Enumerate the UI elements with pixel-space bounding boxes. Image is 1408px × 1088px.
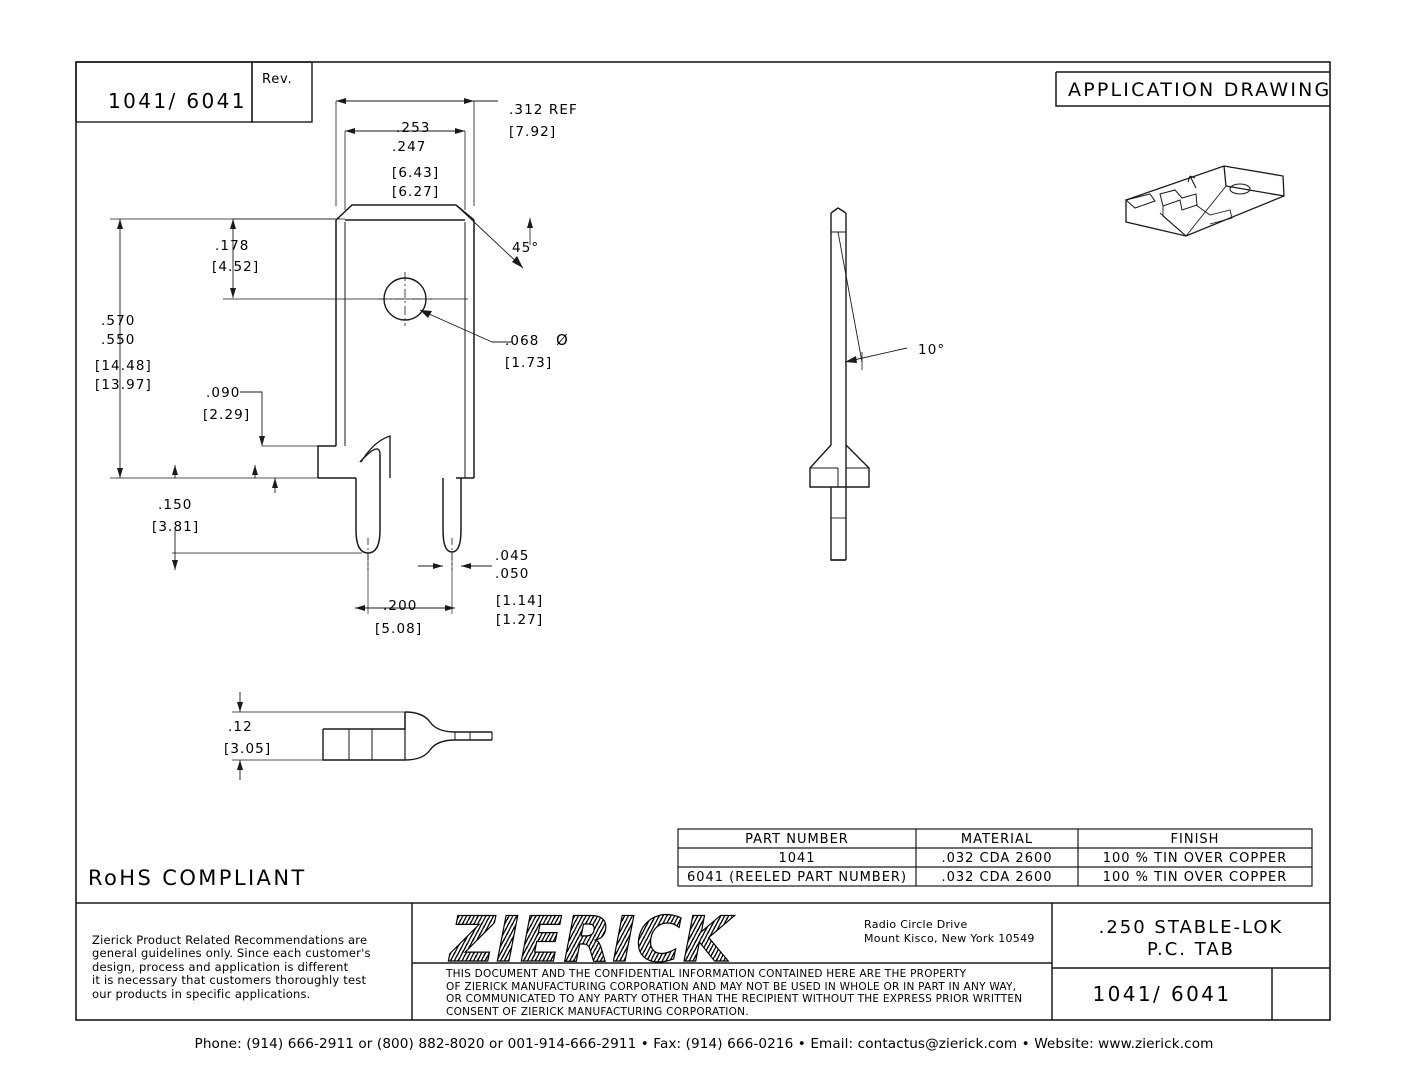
application-drawing-title: APPLICATION DRAWING — [1068, 79, 1332, 101]
table-row-1-material: .032 CDA 2600 — [941, 870, 1053, 885]
product-title-line-1: .250 STABLE-LOK — [1098, 917, 1284, 938]
dim-overall-height-mm-min: [13.97] — [95, 377, 152, 393]
dim-bottom-thickness: .12 — [228, 719, 253, 735]
side-view-angle-dimension — [837, 231, 908, 370]
sheet-border — [75, 61, 1331, 1021]
dim-taper-angle: 10° — [918, 342, 946, 358]
rev-box — [251, 61, 313, 123]
company-address-line-2: Mount Kisco, New York 10549 — [864, 932, 1035, 945]
side-view-geometry — [809, 207, 870, 561]
dim-chamfer-angle: 45° — [512, 240, 540, 256]
isometric-view-geometry — [1124, 165, 1285, 237]
confidentiality-notice: THIS DOCUMENT AND THE CONFIDENTIAL INFOR… — [446, 968, 1023, 1018]
dim-leg-spacing: .200 — [383, 598, 418, 614]
dim-overall-width-ref: .312 REF — [509, 102, 578, 118]
bottom-view-dimension — [232, 692, 410, 780]
dim-overall-height-max: .570 — [101, 313, 136, 329]
dim-tab-width-mm-min: [6.27] — [392, 184, 440, 200]
table-row-1-finish: 100 % TIN OVER COPPER — [1102, 870, 1288, 885]
product-title-line-2: P.C. TAB — [1146, 939, 1236, 960]
drawing-number: 1041/ 6041 — [1092, 982, 1232, 1006]
dim-leg-thickness-mm-max: [1.14] — [496, 593, 544, 609]
dim-leg-thickness-mm-min: [1.27] — [496, 612, 544, 628]
dim-step-mm: [2.29] — [203, 407, 251, 423]
table-header-part-number: PART NUMBER — [745, 832, 849, 847]
dim-hole-diameter-mm: [1.73] — [505, 355, 553, 371]
dim-leg-spacing-mm: [5.08] — [375, 621, 423, 637]
product-disclaimer-text: Zierick Product Related Recommendations … — [92, 933, 371, 1001]
dim-leg-thickness-max: .045 — [495, 548, 530, 564]
zierick-logo: ZIERICK — [450, 903, 732, 976]
diameter-symbol-icon: Ø — [556, 331, 569, 349]
table-row-0-material: .032 CDA 2600 — [941, 851, 1053, 866]
dim-overall-height-mm-max: [14.48] — [95, 358, 152, 374]
bottom-view-geometry — [322, 711, 493, 761]
rohs-compliant-label: RoHS COMPLIANT — [88, 866, 307, 890]
application-drawing-box — [1055, 72, 1330, 107]
table-header-material: MATERIAL — [960, 832, 1034, 847]
dim-tab-width-max: .253 — [396, 120, 431, 136]
footer-contact-info: Phone: (914) 666-2911 or (800) 882-8020 … — [194, 1036, 1214, 1052]
table-row-1-part-number: 6041 (REELED PART NUMBER) — [686, 870, 908, 885]
title-block-grid — [76, 902, 1330, 1020]
dim-overall-height-min: .550 — [101, 332, 136, 348]
title-block-part-number: 1041/ 6041 — [108, 89, 247, 113]
dim-tab-width-min: .247 — [392, 139, 427, 155]
table-header-finish: FINISH — [1170, 832, 1220, 847]
rev-label: Rev. — [262, 72, 293, 87]
front-view-geometry — [317, 204, 475, 554]
dim-leg-thickness-min: .050 — [495, 566, 530, 582]
dim-leg-length-mm: [3.81] — [152, 519, 200, 535]
dim-tab-width-mm-max: [6.43] — [392, 165, 440, 181]
dim-leg-length: .150 — [158, 497, 193, 513]
table-row-0-finish: 100 % TIN OVER COPPER — [1102, 851, 1288, 866]
dim-bottom-thickness-mm: [3.05] — [224, 741, 272, 757]
table-row-0-part-number: 1041 — [778, 851, 816, 866]
zierick-logo-outline: ZIERICK — [449, 902, 732, 976]
company-address-line-1: Radio Circle Drive — [864, 918, 968, 931]
dim-overall-width-ref-mm: [7.92] — [509, 124, 557, 140]
dim-shoulder-height: .178 — [215, 238, 250, 254]
dim-hole-diameter: .068 — [505, 333, 540, 349]
front-view-dimension-lines — [110, 98, 533, 614]
dim-shoulder-height-mm: [4.52] — [212, 259, 260, 275]
parts-table-grid — [677, 828, 1313, 887]
dim-step: .090 — [206, 385, 241, 401]
